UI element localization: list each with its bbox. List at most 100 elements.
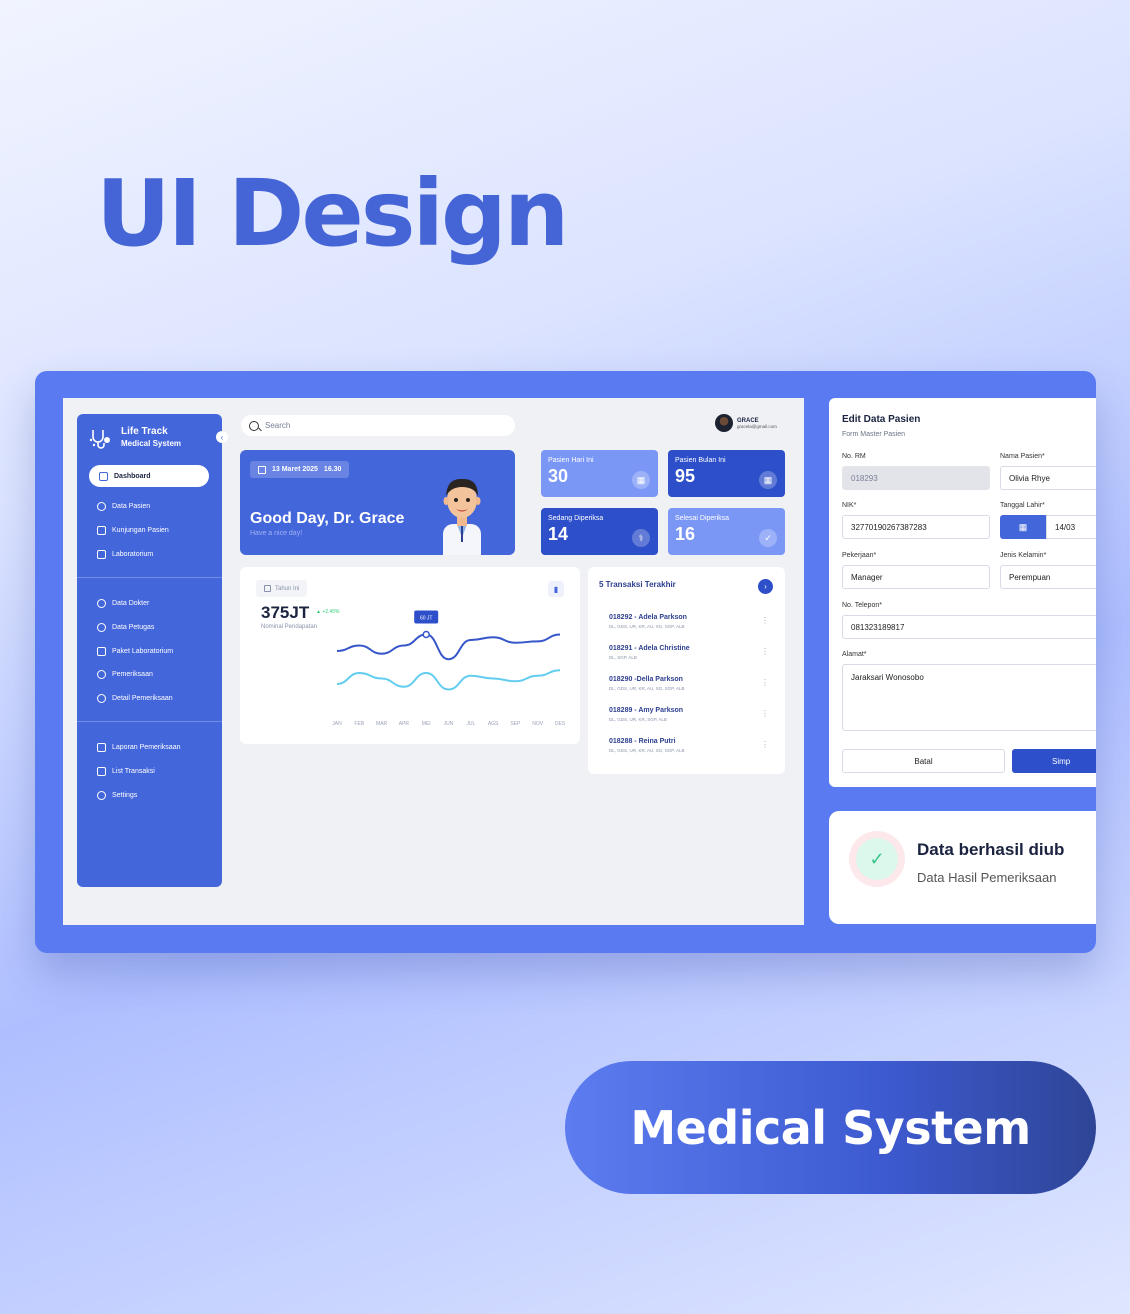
doctor-illustration xyxy=(443,478,481,555)
grid-icon xyxy=(99,471,108,481)
calendar-icon xyxy=(264,585,271,592)
cancel-button[interactable]: Batal xyxy=(842,749,1005,773)
search-input[interactable]: Search xyxy=(241,415,515,436)
jenis-kelamin-label: Jenis Kelamin* xyxy=(1000,552,1047,559)
nik-label: NIK* xyxy=(842,502,857,509)
mockup-frame: Life Track Medical System ‹ Dashboard Da… xyxy=(35,371,1096,953)
calendar-icon xyxy=(97,526,106,535)
form-title: Edit Data Pasien xyxy=(842,414,921,425)
x-tick-label: AGS xyxy=(488,721,499,727)
telepon-label: No. Telepon* xyxy=(842,602,882,609)
nama-label: Nama Pasien* xyxy=(1000,453,1045,460)
edit-patient-form: Edit Data Pasien Form Master Pasien No. … xyxy=(829,398,1096,787)
series-line-0 xyxy=(336,633,561,661)
more-vertical-icon[interactable]: ⋮ xyxy=(761,616,769,625)
transactions-title: 5 Transaksi Terakhir xyxy=(599,580,676,589)
footer-badge: Medical System xyxy=(565,1061,1096,1194)
list-item[interactable]: 018289 - Amy Parkson DL, GDS, UR, KR, SG… xyxy=(609,707,769,722)
tanggal-lahir-label: Tanggal Lahir* xyxy=(1000,502,1045,509)
sidebar-item-laporan-pemeriksaan[interactable]: Laporan Pemeriksaan xyxy=(97,743,181,752)
list-item[interactable]: 018290 -Della Parkson DL, GDS, UR, KR, A… xyxy=(609,676,769,691)
sidebar-item-settings[interactable]: Settings xyxy=(97,791,137,800)
sidebar-item-pemeriksaan[interactable]: Pemeriksaan xyxy=(97,670,153,679)
sidebar-item-paket-laboratorium[interactable]: Paket Laboratorium xyxy=(97,647,173,656)
x-tick-label: JUN xyxy=(444,721,454,727)
view-all-transactions-button[interactable]: › xyxy=(758,579,773,594)
save-button[interactable]: Simp xyxy=(1012,749,1096,773)
collapse-sidebar-button[interactable]: ‹ xyxy=(216,431,228,443)
more-vertical-icon[interactable]: ⋮ xyxy=(761,709,769,718)
sidebar-item-data-dokter[interactable]: Data Dokter xyxy=(97,599,149,608)
nama-field[interactable]: Olivia Rhye xyxy=(1000,466,1096,490)
calendar-icon xyxy=(258,465,266,474)
x-tick-label: NOV xyxy=(532,721,544,727)
x-tick-label: JAN xyxy=(332,721,342,727)
sidebar-item-list-transaksi[interactable]: List Transaksi xyxy=(97,767,155,776)
form-subtitle: Form Master Pasien xyxy=(842,431,906,438)
sidebar-item-data-pasien[interactable]: Data Pasien xyxy=(97,502,150,511)
alamat-textarea[interactable]: Jaraksari Wonosobo xyxy=(842,664,1096,731)
hero-title: UI Design xyxy=(96,160,569,267)
sidebar-item-laboratorium[interactable]: Laboratorium xyxy=(97,550,153,559)
stethoscope-icon xyxy=(97,670,106,679)
receipt-icon xyxy=(97,767,106,776)
brand-tagline: Medical System xyxy=(121,439,182,448)
tooltip-box xyxy=(414,610,439,624)
sidebar-item-detail-pemeriksaan[interactable]: Detail Pemeriksaan xyxy=(97,694,173,703)
check-icon: ✓ xyxy=(759,529,777,547)
sidebar-item-data-petugas[interactable]: Data Petugas xyxy=(97,623,154,632)
date-picker-button[interactable]: ▦ xyxy=(1000,515,1046,539)
more-vertical-icon[interactable]: ⋮ xyxy=(761,678,769,687)
search-icon xyxy=(249,420,259,431)
tanggal-lahir-field[interactable]: 14/03 xyxy=(1046,515,1096,539)
calendar-icon: ▦ xyxy=(1018,521,1028,532)
chart-toggle-button[interactable]: ▮ xyxy=(548,581,564,597)
nik-field[interactable]: 32770190267387283 xyxy=(842,515,990,539)
telepon-field[interactable]: 081323189817 xyxy=(842,615,1096,639)
calendar-month-icon: ▦ xyxy=(759,471,777,489)
greeting-title: Good Day, Dr. Grace xyxy=(250,510,405,527)
stat-card-sedang-diperiksa: Sedang Diperiksa 14 ⚕ xyxy=(541,508,658,555)
x-tick-label: APR xyxy=(399,721,410,727)
more-vertical-icon[interactable]: ⋮ xyxy=(761,647,769,656)
doctor-icon xyxy=(97,599,106,608)
package-icon xyxy=(97,647,106,656)
x-tick-label: MAR xyxy=(376,721,388,727)
list-item[interactable]: 018292 - Adela Parkson DL, GDS, UR, KR, … xyxy=(609,614,769,629)
success-toast: ✓ Data berhasil diub Data Hasil Pemeriks… xyxy=(829,811,1096,924)
list-item[interactable]: 018288 - Reina Putri DL, GDS, UR, KR, AU… xyxy=(609,738,769,753)
more-vertical-icon[interactable]: ⋮ xyxy=(761,740,769,749)
sidebar-divider xyxy=(77,721,222,722)
revenue-value: 375JT xyxy=(261,603,310,622)
revenue-trend: ▲ +2.45% xyxy=(316,609,340,615)
stethoscope-icon: ⚕ xyxy=(632,529,650,547)
avatar xyxy=(715,414,733,432)
jenis-kelamin-select[interactable]: Perempuan xyxy=(1000,565,1096,589)
x-tick-label: DES xyxy=(555,721,566,727)
x-tick-label: SEP xyxy=(510,721,521,727)
bar-chart-icon: ▮ xyxy=(553,584,559,594)
stethoscope-logo-icon xyxy=(89,430,110,449)
sidebar-item-dashboard[interactable]: Dashboard xyxy=(89,465,209,487)
chevron-right-icon: › xyxy=(764,582,767,591)
sidebar-divider xyxy=(77,577,222,578)
user-profile[interactable]: GRACE gracela@gmail.com xyxy=(715,414,777,432)
user-email: gracela@gmail.com xyxy=(737,423,777,429)
x-tick-label: MEI xyxy=(422,721,431,727)
report-icon xyxy=(97,743,106,752)
gear-icon xyxy=(97,791,106,800)
user-icon xyxy=(97,502,106,511)
user-name: GRACE xyxy=(737,417,759,424)
sidebar-item-kunjungan-pasien[interactable]: Kunjungan Pasien xyxy=(97,526,169,535)
x-tick-label: JUL xyxy=(466,721,475,727)
highlight-point[interactable] xyxy=(422,630,430,639)
brand-logo: Life Track Medical System xyxy=(89,426,181,450)
users-icon xyxy=(97,623,106,632)
footer-label: Medical System xyxy=(630,1100,1031,1155)
brand-name: Life Track xyxy=(121,426,168,437)
list-item[interactable]: 018291 - Adela Christine DL, SGP, ALB ⋮ xyxy=(609,645,769,660)
pekerjaan-field[interactable]: Manager xyxy=(842,565,990,589)
period-selector[interactable]: Tahun Ini xyxy=(256,580,308,597)
stat-card-pasien-hari-ini: Pasien Hari Ini 30 ▦ xyxy=(541,450,658,497)
